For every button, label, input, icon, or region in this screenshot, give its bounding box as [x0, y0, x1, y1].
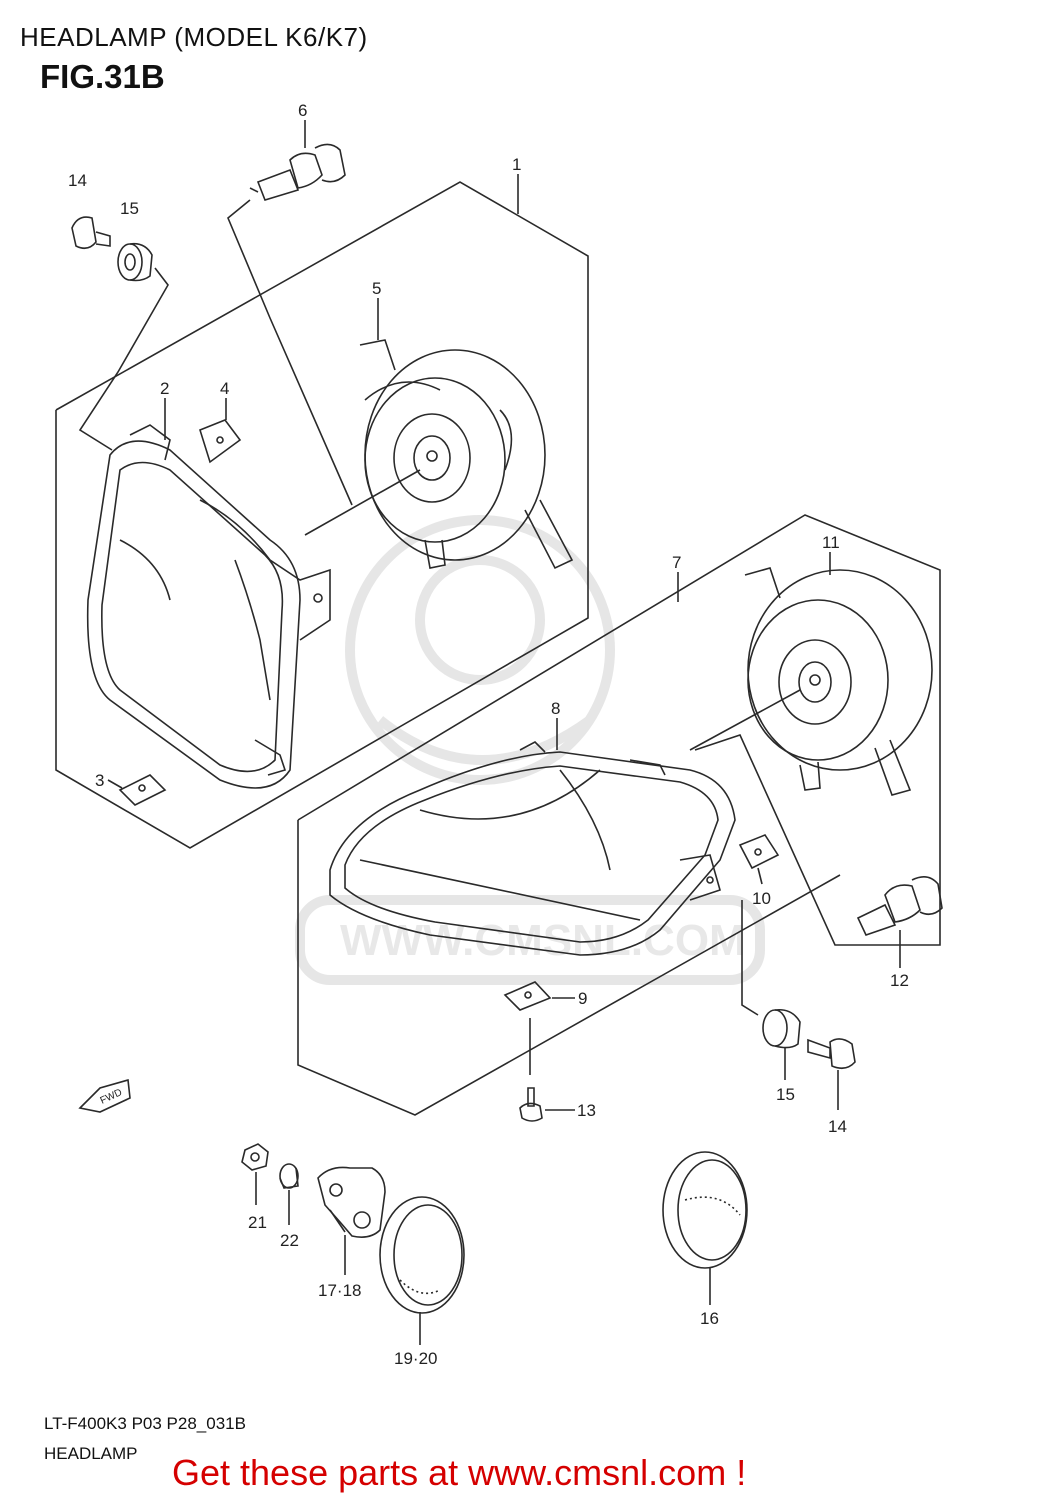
parts-link-text[interactable]: Get these parts at www.cmsnl.com ! — [172, 1452, 747, 1493]
callout-labels: 1234567891011121314151415212217·1819·201… — [68, 101, 909, 1368]
callout-10: 10 — [752, 889, 771, 908]
headlamp-unit-2 — [86, 424, 331, 789]
callout-14: 14 — [68, 171, 87, 190]
bulb-socket-5 — [359, 339, 574, 570]
bulb-socket-11 — [744, 567, 933, 796]
bracket-17-18 — [317, 1166, 386, 1238]
grommet-15-lower — [762, 1008, 801, 1049]
leader-line-socket-11 — [689, 689, 801, 751]
callout-4: 4 — [220, 379, 229, 398]
leader-line-15-lower — [741, 900, 759, 1016]
callout-16: 16 — [700, 1309, 719, 1328]
callout-1: 1 — [512, 155, 521, 174]
callout-15: 15 — [120, 199, 139, 218]
callout-9: 9 — [578, 989, 587, 1008]
callout-21: 21 — [248, 1213, 267, 1232]
collar-22 — [279, 1163, 299, 1189]
screw-14-lower — [807, 1038, 856, 1070]
figure-number: FIG.31B — [40, 58, 165, 95]
reflector-16 — [662, 1151, 748, 1269]
callout-15: 15 — [776, 1085, 795, 1104]
callout-8: 8 — [551, 699, 560, 718]
reflector-19-20 — [379, 1196, 465, 1314]
callout-11: 11 — [822, 533, 840, 552]
headlamp-unit-8 — [329, 741, 736, 956]
fwd-label: FWD — [99, 1087, 124, 1107]
grommet-15-upper — [117, 242, 153, 282]
callout-22: 22 — [280, 1231, 299, 1250]
callout-2: 2 — [160, 379, 169, 398]
bolt-13 — [519, 1087, 543, 1122]
footer-section-name: HEADLAMP — [44, 1444, 138, 1463]
fwd-arrow-icon — [78, 1078, 131, 1113]
callout-5: 5 — [372, 279, 381, 298]
callout-17-18: 17·18 — [318, 1281, 361, 1300]
clip-4 — [199, 419, 242, 464]
callout-12: 12 — [890, 971, 909, 990]
footer-model-code: LT-F400K3 P03 P28_031B — [44, 1414, 246, 1433]
leader-line-socket-5 — [304, 469, 421, 536]
page-header-title: HEADLAMP (MODEL K6/K7) — [20, 22, 368, 52]
bulb-12 — [856, 876, 943, 936]
callout-3: 3 — [95, 771, 104, 790]
clip-3 — [118, 774, 167, 806]
lower-assembly-outline — [297, 514, 941, 1116]
nut-21 — [241, 1143, 269, 1171]
watermark-text: WWW.CMSNL.COM — [340, 916, 746, 965]
callout-6: 6 — [298, 101, 307, 120]
leader-line-3 — [107, 779, 123, 789]
bulb-6 — [249, 143, 346, 201]
upper-assembly-outline — [55, 181, 589, 849]
clip-10 — [738, 834, 780, 870]
clip-9 — [503, 981, 552, 1011]
leader-line-bulb-6 — [227, 199, 353, 506]
callout-19-20: 19·20 — [394, 1349, 437, 1368]
callout-14: 14 — [828, 1117, 847, 1136]
screw-14-upper — [71, 216, 111, 250]
leader-line-14-upper — [78, 267, 169, 451]
callout-13: 13 — [577, 1101, 596, 1120]
callout-7: 7 — [672, 553, 681, 572]
leader-line-10 — [757, 867, 763, 885]
